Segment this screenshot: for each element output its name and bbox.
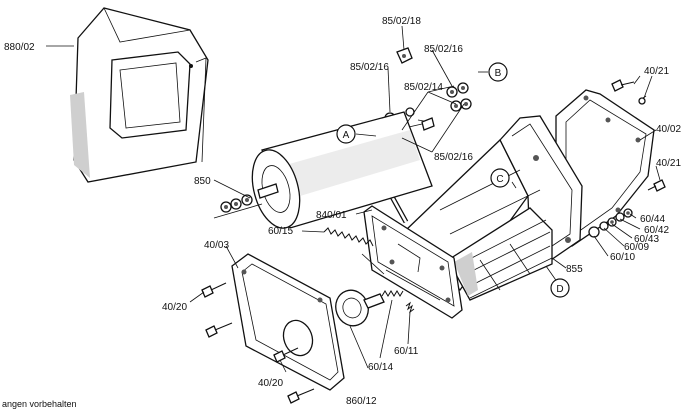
grass-box-cover [70,7,209,183]
svg-text:A: A [343,130,350,141]
label-855: 855 [566,264,583,275]
label-860-12: 860/12 [346,396,377,407]
svg-text:B: B [495,68,502,79]
spring-60-15 [323,227,385,275]
label-60-43: 60/43 [634,234,659,245]
part-labels: 880/02 85/02/18 85/02/16 85/02/16 85/02/… [4,16,681,407]
label-60-14: 60/14 [368,362,393,373]
screw-40-21-lower [647,179,666,192]
clip-85-02-18 [396,47,413,64]
screw-40-21-upper [638,95,647,105]
callout-d: D [550,278,570,298]
screw-40-21-top [611,79,635,92]
label-840-01: 840/01 [316,210,347,221]
svg-text:D: D [556,284,563,295]
callout-b: B [488,62,508,82]
label-85-02-16-a: 85/02/16 [350,62,389,73]
screw-40-20-b [205,322,233,338]
label-60-42: 60/42 [644,225,669,236]
cutting-cylinder [447,207,553,301]
callout-c: C [490,168,510,188]
label-40-03: 40/03 [204,240,229,251]
label-40-20-b: 40/20 [258,378,283,389]
label-60-15: 60/15 [268,226,293,237]
label-40-20-a: 40/20 [162,302,187,313]
label-85-02-18: 85/02/18 [382,16,421,27]
label-60-44: 60/44 [640,214,665,225]
adjuster-knob [335,289,385,327]
label-60-09: 60/09 [624,242,649,253]
label-85-02-16-c: 85/02/16 [434,152,473,163]
label-880-02: 880/02 [4,42,35,53]
svg-text:C: C [496,174,503,185]
label-85-02-14: 85/02/14 [404,82,443,93]
roller-washers [220,194,253,213]
screw-40-20-a [201,282,227,298]
screw-40-20-d [287,388,315,404]
bearing-parts-right [588,208,633,238]
label-40-21-a: 40/21 [644,66,669,77]
label-60-11: 60/11 [394,346,419,357]
footer-note: angen vorbehalten [2,399,77,409]
spring-60-14 [381,290,404,297]
label-60-10: 60/10 [610,252,635,263]
side-cover-plate [231,253,345,391]
left-side-plate [363,205,463,319]
callout-a: A [336,124,356,144]
screw-40-20-c [273,347,299,363]
label-850: 850 [194,176,211,187]
label-40-02: 40/02 [656,124,681,135]
label-85-02-16-b: 85/02/16 [424,44,463,55]
label-40-21-b: 40/21 [656,158,681,169]
rear-roller [213,111,435,229]
spring-60-11 [405,301,415,314]
